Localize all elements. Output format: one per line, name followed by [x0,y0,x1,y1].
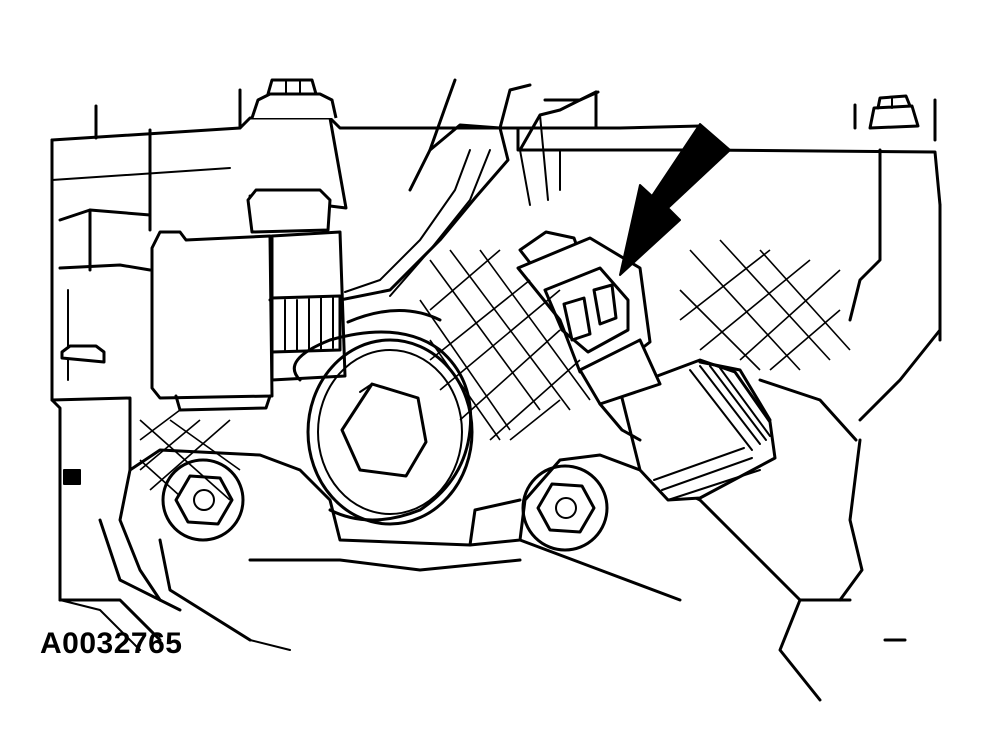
left-electrical-connector [150,188,347,412]
lower-contours [59,599,291,651]
lower-bracket [128,448,702,642]
lower-right-nut [521,464,609,552]
top-right-bolt [868,94,920,130]
hatched-surface-left [139,409,241,501]
central-flange-seal [292,309,474,526]
center-hex-bolt [340,382,428,478]
wiring-harness [338,78,600,302]
lower-left-nut [161,458,245,542]
right-housing [698,148,942,702]
top-center-bolt [250,78,338,119]
indicator-arrow [619,123,731,276]
connector-locking-tab [270,294,342,354]
upper-housing-outline [50,88,942,232]
figure-reference-code: A0032765 [40,627,183,660]
left-housing-body [50,198,182,642]
hatched-surface-right [679,239,851,371]
sensor-connector [516,230,662,442]
hatched-surface-center [419,249,591,441]
